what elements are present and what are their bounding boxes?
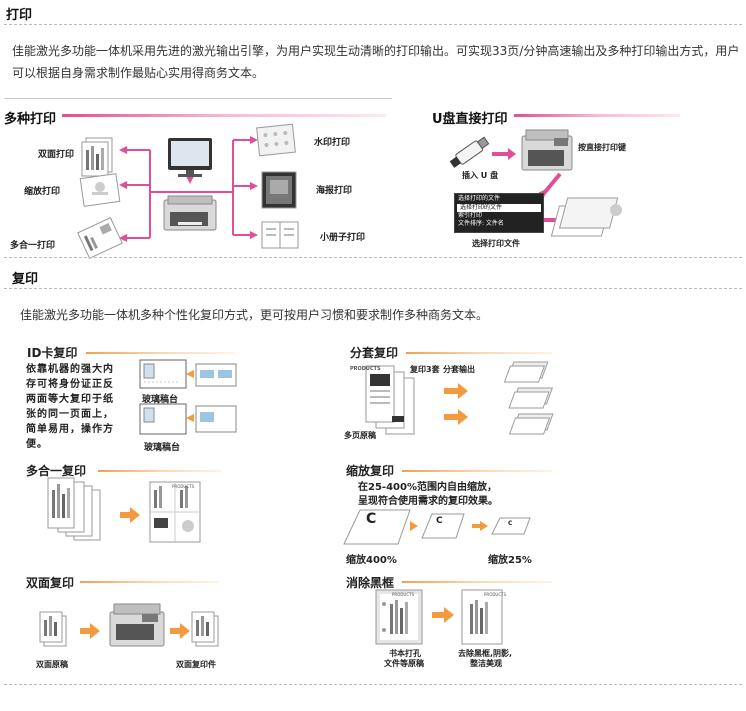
zoom-400-label: 缩放400% (346, 555, 397, 566)
orange-divider (402, 581, 552, 583)
multi-print-title: 多种打印 (4, 112, 57, 127)
zoom-copy-desc-1: 在25-400%范围内自由缩放， (358, 482, 497, 493)
glass-label: 玻璃稿台 (142, 395, 179, 405)
divider (4, 257, 742, 258)
duplex-copy-diagram (39, 603, 219, 647)
id-copy-diagram (139, 359, 237, 435)
doc-heading: PRODUCTS (172, 484, 195, 489)
duplex-print-label: 双面打印 (38, 150, 75, 160)
divider (4, 24, 742, 25)
orange-divider (98, 470, 222, 472)
zoom-glyph-large: C (366, 511, 377, 527)
insert-usb-label: 插入 U 盘 (462, 171, 499, 180)
menu-item: 文件排序: 文件名 (458, 220, 504, 227)
zoom-copy-desc-2: 呈现符合使用需求的复印效果。 (358, 496, 498, 507)
orange-divider (80, 581, 218, 583)
collate-copy-diagram (365, 361, 554, 435)
usb-menu-screen: 选择打印的文件 选择打印的文件 索引打印 文件排序: 文件名 (454, 193, 544, 233)
n-in-1-copy-title: 多合一复印 (26, 464, 87, 478)
glass-label: 玻璃稿台 (144, 443, 181, 453)
pink-divider (514, 114, 680, 117)
erase-right-label-2: 整洁美观 (470, 659, 502, 668)
zoom-glyph-small: C (508, 520, 513, 527)
doc-heading: PRODUCTS (484, 592, 507, 597)
pink-divider (62, 114, 386, 117)
multi-print-diagram (77, 123, 299, 259)
doc-heading: PRODUCTS (350, 366, 381, 372)
copy-description: 佳能激光多功能一体机多种个性化复印方式，更可按用户习惯和要求制作多种商务文本。 (20, 308, 489, 322)
erase-right-label-1: 去除黑框,阴影, (458, 649, 513, 658)
collate-copy-title: 分套复印 (350, 346, 399, 360)
n-in-1-copy-diagram (47, 477, 201, 543)
menu-item-selected: 选择打印的文件 (457, 204, 541, 212)
divider (4, 98, 392, 99)
erase-frame-diagram (375, 589, 503, 645)
select-file-label: 选择打印文件 (472, 239, 520, 248)
divider (4, 684, 742, 685)
print-title: 打印 (6, 8, 33, 23)
poster-print-label: 海报打印 (316, 186, 353, 196)
duplex-original-label: 双面原稿 (36, 660, 68, 669)
id-copy-title: ID卡复印 (27, 346, 78, 360)
doc-heading: PRODUCTS (392, 592, 415, 597)
duplex-output-label: 双面复印件 (176, 660, 216, 669)
zoom-25-label: 缩放25% (488, 555, 532, 566)
menu-item: 选择打印的文件 (458, 195, 501, 202)
orange-divider (406, 352, 552, 354)
menu-item: 索引打印 (458, 212, 483, 219)
press-print-key-label: 按直接打印键 (578, 143, 626, 152)
print-description: 佳能激光多功能一体机采用先进的激光输出引擎，为用户实现生动清晰的打印输出。可实现… (12, 44, 740, 80)
divider (4, 288, 742, 289)
zoom-glyph-medium: C (436, 516, 443, 526)
duplex-copy-title: 双面复印 (26, 576, 75, 590)
orange-divider (86, 352, 234, 354)
erase-left-label-2: 文件等原稿 (384, 659, 424, 668)
copy-title: 复印 (12, 272, 39, 287)
copy-3-sets-label: 复印3套 (410, 365, 440, 374)
erase-left-label-1: 书本打孔 (389, 649, 421, 658)
collate-output-label: 分套输出 (443, 365, 475, 374)
booklet-print-label: 小册子打印 (320, 233, 366, 243)
usb-print-title: U盘直接打印 (432, 112, 508, 127)
zoom-copy-title: 缩放复印 (346, 464, 395, 478)
multi-page-original-label: 多页原稿 (344, 431, 376, 440)
id-copy-desc: 依靠机器的强大内存可将身份证正反两面等大复印于纸张的同一页面上，简单易用，操作方… (26, 364, 114, 450)
n-in-1-print-label: 多合一打印 (10, 241, 56, 251)
orange-divider (402, 470, 552, 472)
zoom-print-label: 缩放打印 (24, 187, 61, 197)
zoom-copy-diagram (343, 509, 531, 545)
watermark-print-label: 水印打印 (314, 138, 351, 148)
usb-print-diagram (449, 129, 622, 237)
erase-frame-title: 消除黑框 (346, 576, 395, 590)
